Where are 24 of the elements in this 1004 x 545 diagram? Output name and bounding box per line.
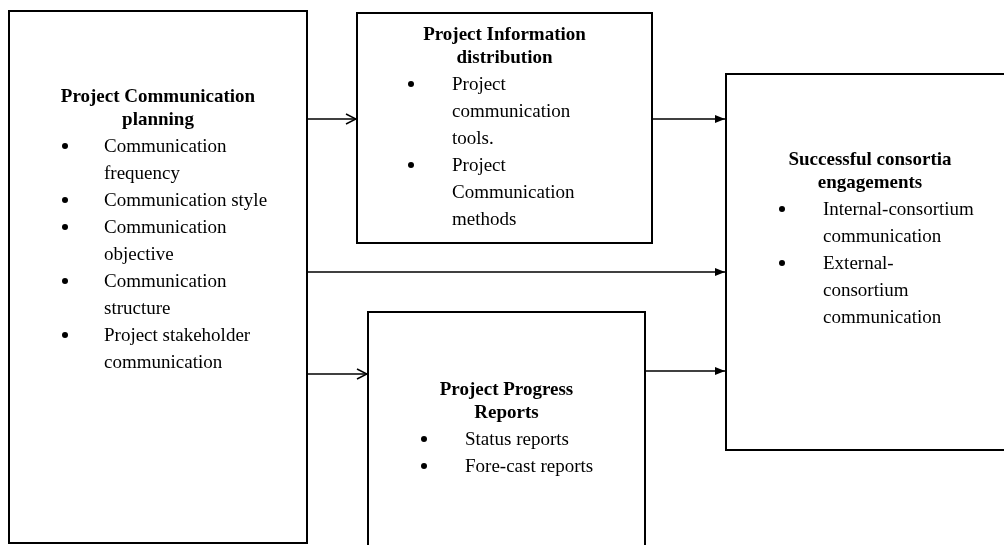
bullet-text: Communication style	[104, 188, 268, 210]
bullet-text: External-consortium communication	[823, 251, 942, 327]
bullet-text: Communication frequency	[104, 134, 227, 183]
bullet-text: Communication objective	[104, 215, 227, 264]
box-heading: Successful consortia engagements	[787, 146, 953, 193]
arrow	[307, 268, 726, 276]
bullet-text: Project stakeholder communication	[104, 323, 251, 372]
box-heading: Project Progress Reports	[438, 377, 575, 423]
arrow	[307, 113, 357, 125]
bullet-text: Communication structure	[104, 269, 227, 318]
bullet-text: Project Communication methods	[452, 154, 575, 229]
arrow	[652, 115, 726, 123]
bullet-text: Project communication tools.	[452, 73, 571, 148]
arrow	[307, 368, 368, 380]
bullet-text: Internal-consortium communication	[823, 197, 974, 246]
box-heading: Project Information distribution	[422, 22, 587, 68]
bullet-text: Fore-cast reports	[465, 455, 594, 476]
arrow	[645, 367, 726, 375]
process-box	[356, 12, 653, 244]
process-box	[8, 10, 308, 544]
process-box	[367, 311, 646, 545]
process-box	[725, 73, 1004, 451]
bullet-text: Status reports	[465, 428, 569, 449]
box-heading: Project Communication planning	[59, 83, 257, 130]
